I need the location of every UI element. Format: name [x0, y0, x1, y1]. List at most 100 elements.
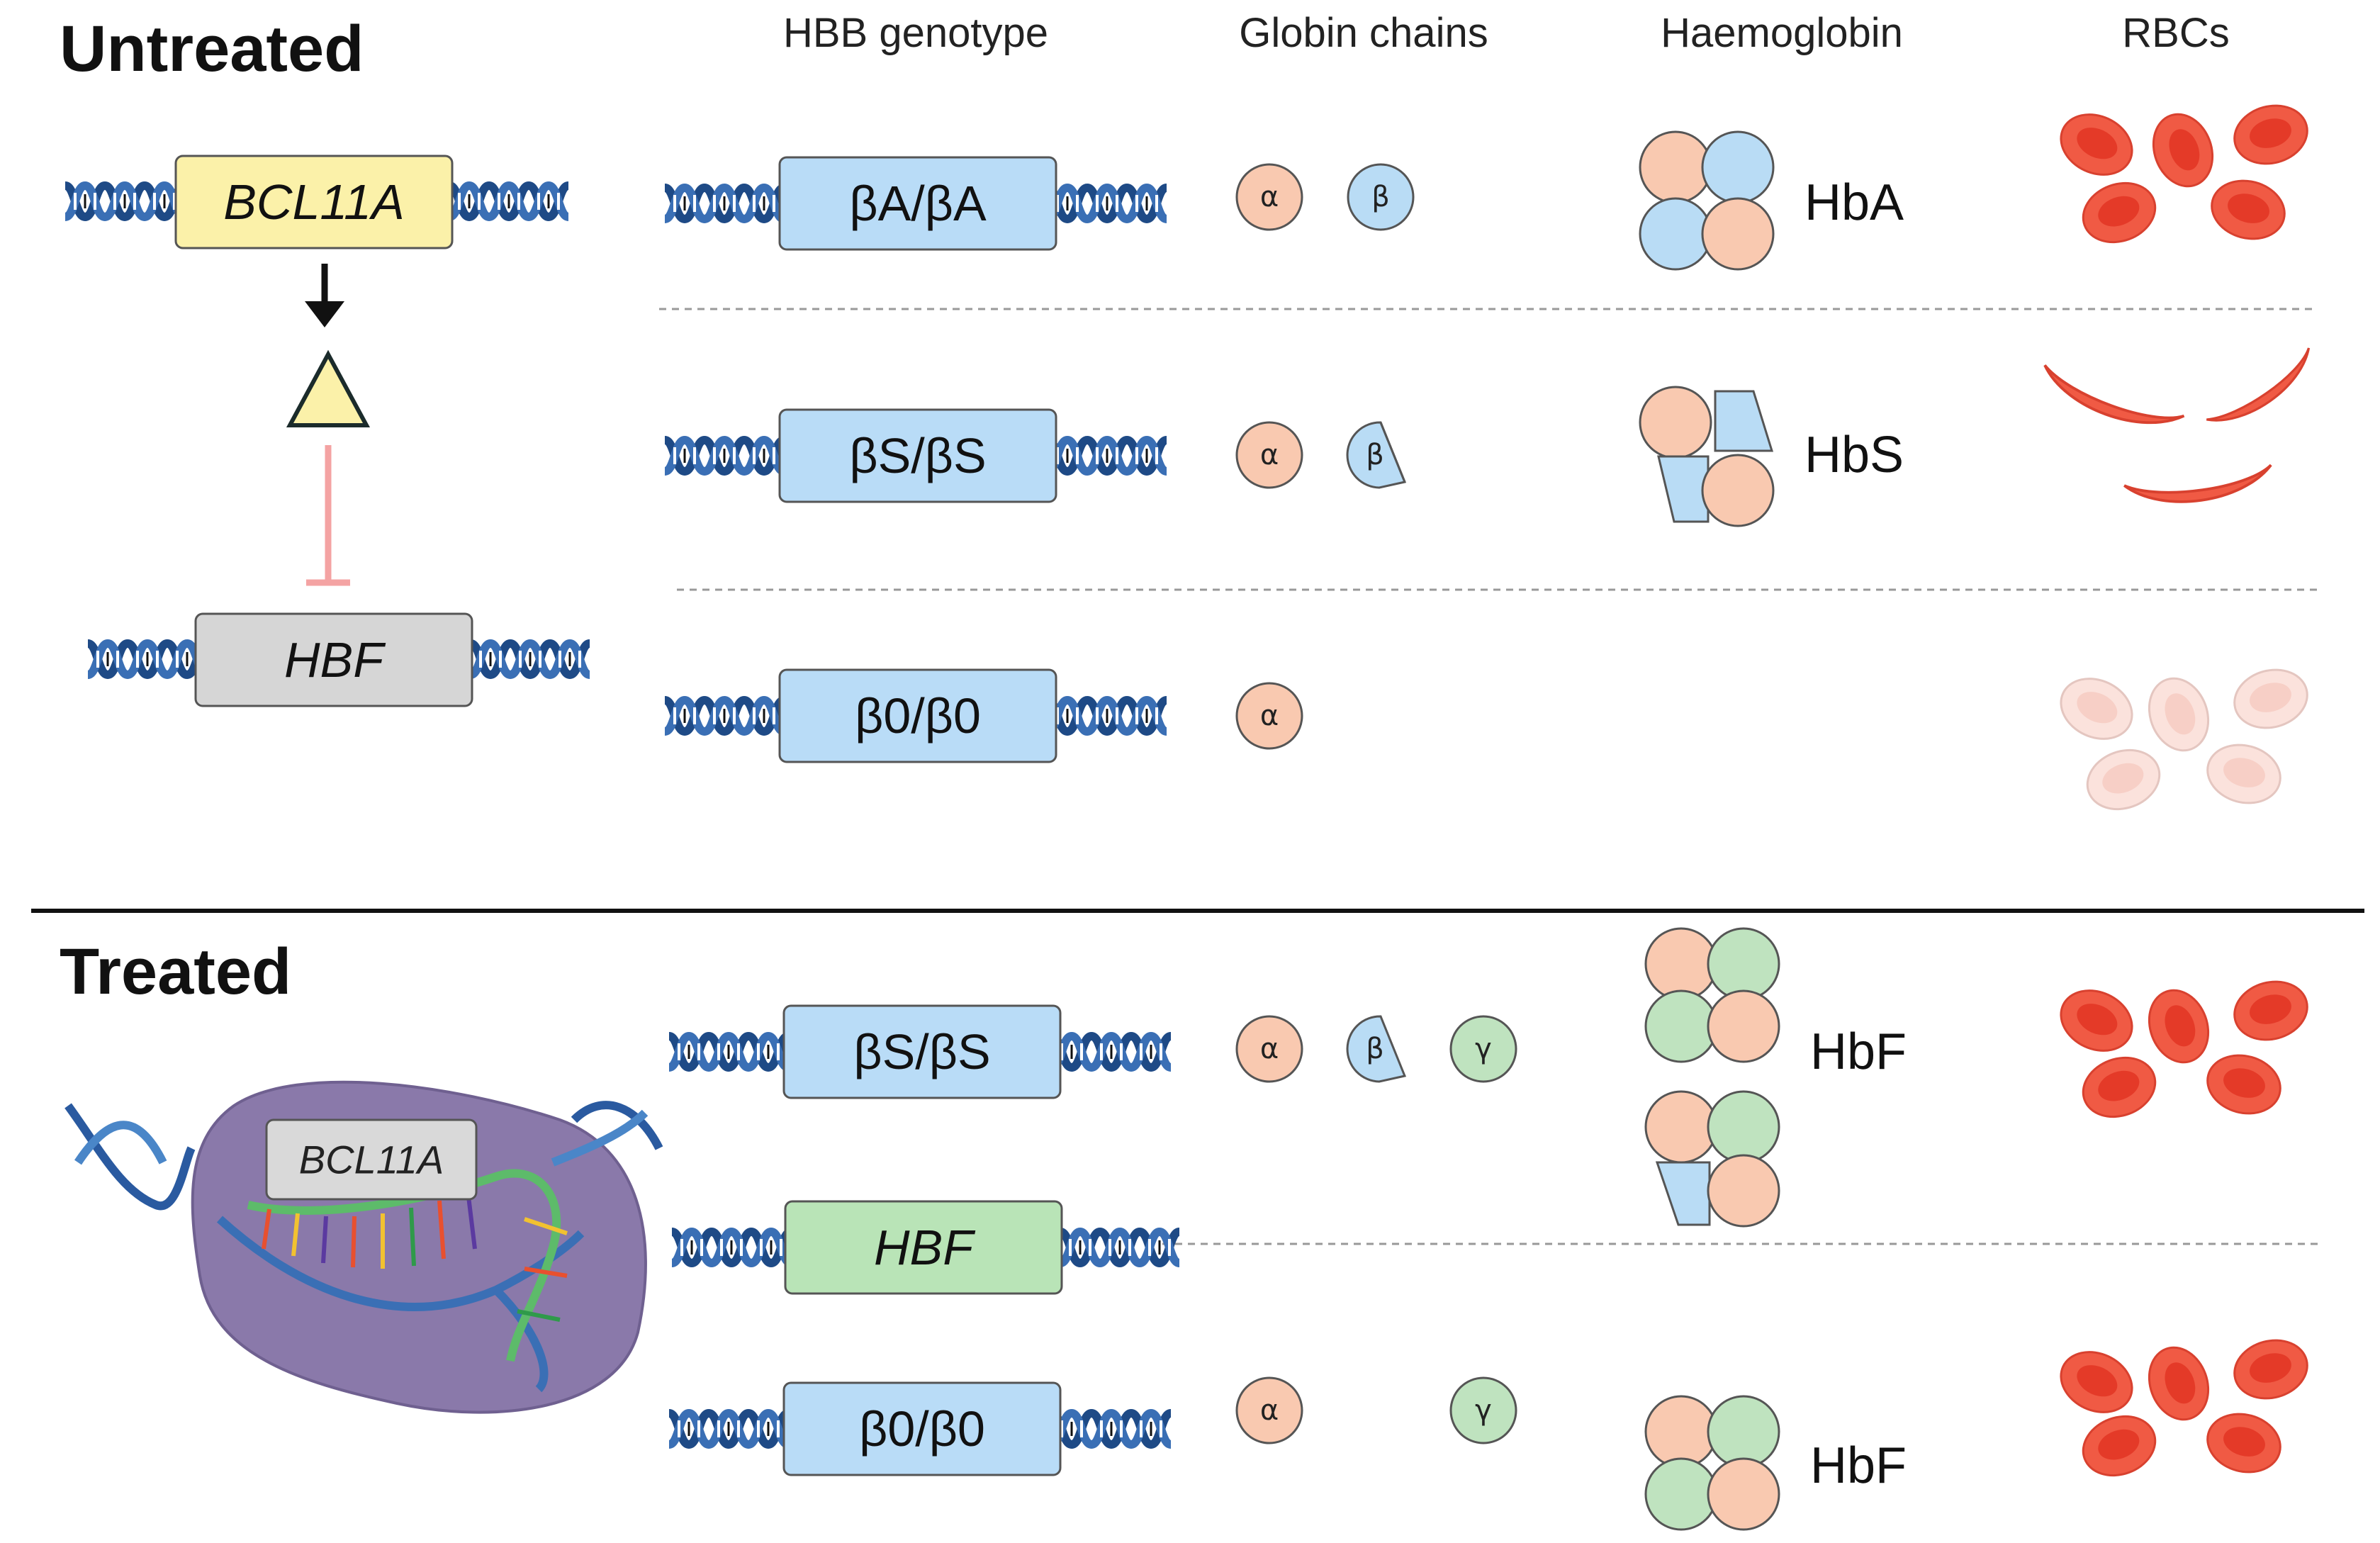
protein-triangle-icon [286, 349, 371, 427]
rbc-icon [2226, 96, 2316, 173]
down-arrow-icon [305, 264, 344, 327]
rbc-icon [2199, 1405, 2289, 1481]
genotype-label: βS/βS [853, 1024, 990, 1079]
column-header-haemoglobin: Haemoglobin [1661, 10, 1903, 56]
haemoglobin-label: HbS [1804, 427, 1904, 483]
genotype-gene: βS/βS [669, 1004, 1171, 1099]
dna-helix-icon [1048, 700, 1167, 731]
hbf-label: HBF [284, 632, 386, 688]
alpha-chain-label: α [1260, 1394, 1279, 1427]
hbf-gene-treated: HBF [672, 1200, 1179, 1295]
mutant-beta-chain: β [1346, 421, 1407, 489]
haemoglobin-label: HbA [1804, 174, 1904, 231]
gamma-chain: γ [1449, 1376, 1517, 1444]
dna-helix-icon [672, 1232, 791, 1263]
crispr-target-label: BCL11A [299, 1138, 444, 1182]
genotype-label: β0/β0 [859, 1401, 985, 1457]
rbc-cluster-normal [2050, 96, 2316, 253]
dna-strand-icon [64, 1101, 663, 1393]
column-header-rbcs: RBCs [2122, 10, 2229, 56]
genotype-label: βS/βS [849, 428, 986, 483]
haemoglobin-label: HbF [1810, 1023, 1907, 1080]
dna-helix-icon [449, 186, 568, 217]
rbc-icon [2226, 972, 2316, 1049]
alpha-chain: α [1235, 1376, 1303, 1444]
rbc-icon [2204, 172, 2293, 248]
rbc-icon [2073, 1047, 2165, 1128]
untreated-row-null: β0/β0 α [665, 661, 2316, 820]
untreated-row-sickle: βS/βS α β HbS [665, 347, 2323, 527]
rbc-icon [2226, 1331, 2316, 1408]
rbc-icon [2073, 172, 2165, 253]
rbc-faded-icon [2199, 736, 2289, 812]
hbs-tetramer [1639, 386, 1775, 527]
rbc-icon [2143, 104, 2223, 196]
dna-helix-icon [471, 644, 590, 675]
crispr-target-box [265, 1118, 478, 1201]
dna-helix-icon [669, 1036, 788, 1067]
column-header-chains: Globin chains [1239, 10, 1488, 56]
treated-row-null: β0/β0 α γ HbF [669, 1331, 2316, 1531]
alpha-chain-label: α [1260, 1033, 1279, 1065]
guide-rna-icon [247, 1169, 568, 1362]
rbc-cluster-normal [2050, 972, 2316, 1128]
hbf-gene-untreated: HBF [88, 612, 590, 707]
hbf-tetramer [1644, 927, 1780, 1063]
mutant-beta-chain: β [1346, 1015, 1407, 1083]
rbc-cluster-faded [2050, 661, 2316, 820]
treated-row-sickle: βS/βS α β γ HbF [669, 927, 2316, 1228]
alpha-chain: α [1235, 1015, 1303, 1083]
sickle-cell-icon [2205, 347, 2323, 439]
rbc-icon [2050, 102, 2143, 187]
beta-chain-label: β [1371, 181, 1390, 213]
dna-helix-icon [669, 1413, 788, 1444]
dna-helix-icon [65, 186, 184, 217]
rbc-icon [2138, 1337, 2219, 1430]
dna-helix-icon [665, 700, 784, 731]
dna-helix-icon [1048, 188, 1167, 219]
alpha-chain: α [1235, 163, 1303, 231]
treated-title: Treated [60, 936, 291, 1008]
gamma-chain: γ [1449, 1015, 1517, 1083]
rbc-faded-icon [2138, 668, 2219, 761]
genotype-gene: βS/βS [665, 408, 1167, 503]
dna-helix-icon [88, 644, 207, 675]
dna-helix-icon [665, 440, 784, 471]
rbc-icon [2050, 1340, 2143, 1425]
rbc-icon [2199, 1046, 2289, 1123]
dna-helix-icon [1060, 1232, 1179, 1263]
hbs-hybrid-tetramer [1644, 1090, 1780, 1228]
gamma-chain-label: γ [1475, 1033, 1492, 1065]
alpha-chain-label: α [1260, 439, 1279, 471]
genotype-gene: β0/β0 [669, 1381, 1171, 1476]
gamma-chain-label: γ [1475, 1394, 1492, 1427]
rbc-faded-icon [2050, 666, 2143, 751]
rbc-icon [2050, 978, 2143, 1063]
dna-helix-icon [1052, 1036, 1171, 1067]
beta-chain-label: β [1366, 1033, 1384, 1065]
alpha-chain-label: α [1260, 181, 1279, 213]
beta-chain-label: β [1366, 439, 1384, 471]
rbc-icon [2138, 980, 2219, 1072]
dna-helix-icon [1052, 1413, 1171, 1444]
beta-chain: β [1347, 163, 1415, 231]
sickle-cell-icon [2034, 364, 2186, 442]
dna-helix-icon [665, 188, 784, 219]
untreated-row-normal: βA/βA α β HbA [665, 96, 2316, 271]
bcl11a-label: BCL11A [223, 174, 405, 230]
alpha-chain: α [1235, 421, 1303, 489]
hbf-treated-label: HBF [874, 1220, 976, 1275]
haemoglobin-label: HbF [1810, 1437, 1907, 1494]
hbf-tetramer [1644, 1395, 1780, 1531]
inhibition-arrow-icon [306, 445, 350, 586]
rbc-icon [2073, 1405, 2165, 1486]
hba-tetramer [1639, 130, 1775, 271]
alpha-chain: α [1235, 682, 1303, 750]
untreated-title: Untreated [60, 13, 364, 85]
genotype-gene: βA/βA [665, 156, 1167, 251]
column-header-genotype: HBB genotype [783, 10, 1048, 56]
bcl11a-gene: BCL11A [65, 155, 568, 249]
genotype-gene: β0/β0 [665, 668, 1167, 763]
alpha-chain-label: α [1260, 700, 1279, 732]
